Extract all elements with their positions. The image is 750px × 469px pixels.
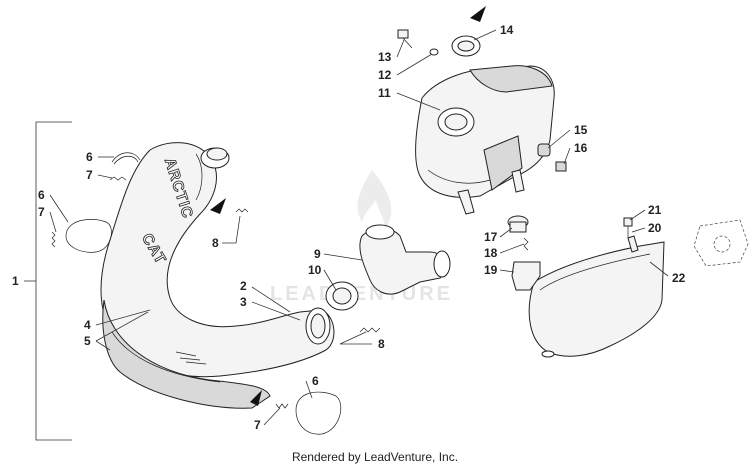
callout-13: 13: [378, 50, 392, 64]
muffler: [415, 65, 555, 215]
callout-8-middle: 8: [378, 337, 385, 351]
callout-17: 17: [484, 230, 498, 244]
spring-middle: [359, 327, 381, 333]
heat-shield: [528, 235, 665, 358]
mount-bracket: [511, 261, 541, 291]
expansion-chamber: ARCTIC CAT: [100, 142, 335, 409]
callout-9: 9: [314, 247, 321, 261]
callout-15: 15: [574, 123, 588, 137]
callout-8-upper: 8: [212, 236, 219, 250]
callout-7-lower: 7: [254, 418, 261, 432]
callout-20: 20: [648, 221, 662, 235]
callout-6-upper: 6: [86, 150, 93, 164]
mounting-plate: [693, 219, 749, 267]
spring-upper-left: [109, 176, 127, 181]
shield-bolt: [623, 217, 633, 238]
grommet: [451, 35, 481, 57]
rubber-mount: [507, 215, 529, 233]
callout-7-left: 7: [38, 205, 45, 219]
note-arrow-lower: [250, 390, 262, 406]
spring-mount: [523, 237, 529, 251]
callout-5: 5: [84, 334, 91, 348]
callout-16: 16: [574, 141, 588, 155]
washer: [429, 48, 439, 56]
chamber-outlet: [305, 307, 331, 345]
bushing: [537, 143, 551, 157]
footer-credit: Rendered by LeadVenture, Inc.: [291, 450, 459, 464]
assembly-bracket: [24, 121, 72, 441]
spring-lower: [275, 403, 289, 409]
callout-14: 14: [500, 23, 514, 37]
callout-19: 19: [484, 263, 498, 277]
callout-12: 12: [378, 68, 392, 82]
callout-6-lower: 6: [312, 374, 319, 388]
callout-11: 11: [378, 86, 391, 100]
leader-lines: [49, 29, 669, 426]
spring-left: [51, 231, 56, 248]
callout-7-upper: 7: [86, 168, 93, 182]
callout-18: 18: [484, 246, 498, 260]
nut: [555, 161, 567, 172]
clamp-lower: [295, 391, 342, 435]
callout-4: 4: [84, 318, 91, 332]
note-arrow-top: [470, 6, 486, 22]
spring-upper: [235, 208, 249, 213]
watermark-text: LEADVENTURE: [270, 283, 453, 305]
seal-ring: [325, 281, 359, 311]
bolt: [397, 29, 413, 49]
callout-3: 3: [240, 295, 247, 309]
callout-21: 21: [648, 203, 662, 217]
callout-1: 1: [12, 274, 19, 288]
clamp-upper: [111, 152, 141, 165]
callout-6-left: 6: [38, 188, 45, 202]
exhaust-manifold-elbow: [359, 224, 451, 295]
note-arrow-upper: [210, 198, 226, 214]
callout-10: 10: [308, 263, 322, 277]
callout-2: 2: [240, 279, 247, 293]
clamp-left: [65, 219, 112, 253]
callout-22: 22: [672, 271, 686, 285]
